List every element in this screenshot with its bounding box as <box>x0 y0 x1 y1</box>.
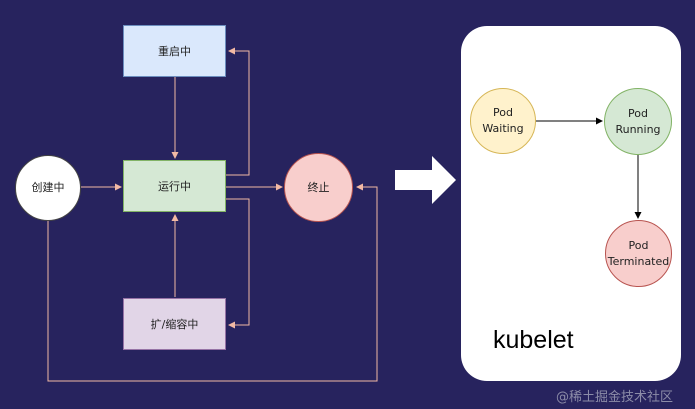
terminated-label: 终止 <box>307 180 330 194</box>
pod-running-node: Pod Running <box>604 88 672 155</box>
pod-running-line1: Pod <box>628 106 648 120</box>
pod-terminated-node: Pod Terminated <box>605 220 672 287</box>
terminated-node: 终止 <box>284 153 353 222</box>
pod-terminated-line1: Pod <box>628 238 649 252</box>
running-label: 运行中 <box>158 180 191 193</box>
pod-terminated-line2: Terminated <box>607 254 670 268</box>
pod-running-line2: Running <box>615 122 661 136</box>
scaling-node: 扩/缩容中 <box>123 298 226 350</box>
big-right-arrow <box>395 156 456 204</box>
arrow-running-to-scaling <box>225 198 250 329</box>
scaling-label: 扩/缩容中 <box>150 318 199 331</box>
pod-waiting-line2: Waiting <box>482 122 524 135</box>
running-node: 运行中 <box>123 160 226 212</box>
pod-waiting-node: Pod Waiting <box>470 88 536 154</box>
restarting-label: 重启中 <box>158 45 191 58</box>
restarting-node: 重启中 <box>123 25 226 77</box>
creating-node: 创建中 <box>15 155 81 221</box>
kubelet-title: kubelet <box>493 326 574 354</box>
kubelet-panel <box>461 26 681 381</box>
arrow-running-to-restart <box>225 47 250 176</box>
creating-label: 创建中 <box>31 181 65 195</box>
pod-waiting-line1: Pod <box>493 106 513 120</box>
arrow-creating-to-terminated <box>47 183 378 382</box>
watermark: @稀土掘金技术社区 <box>556 390 674 405</box>
